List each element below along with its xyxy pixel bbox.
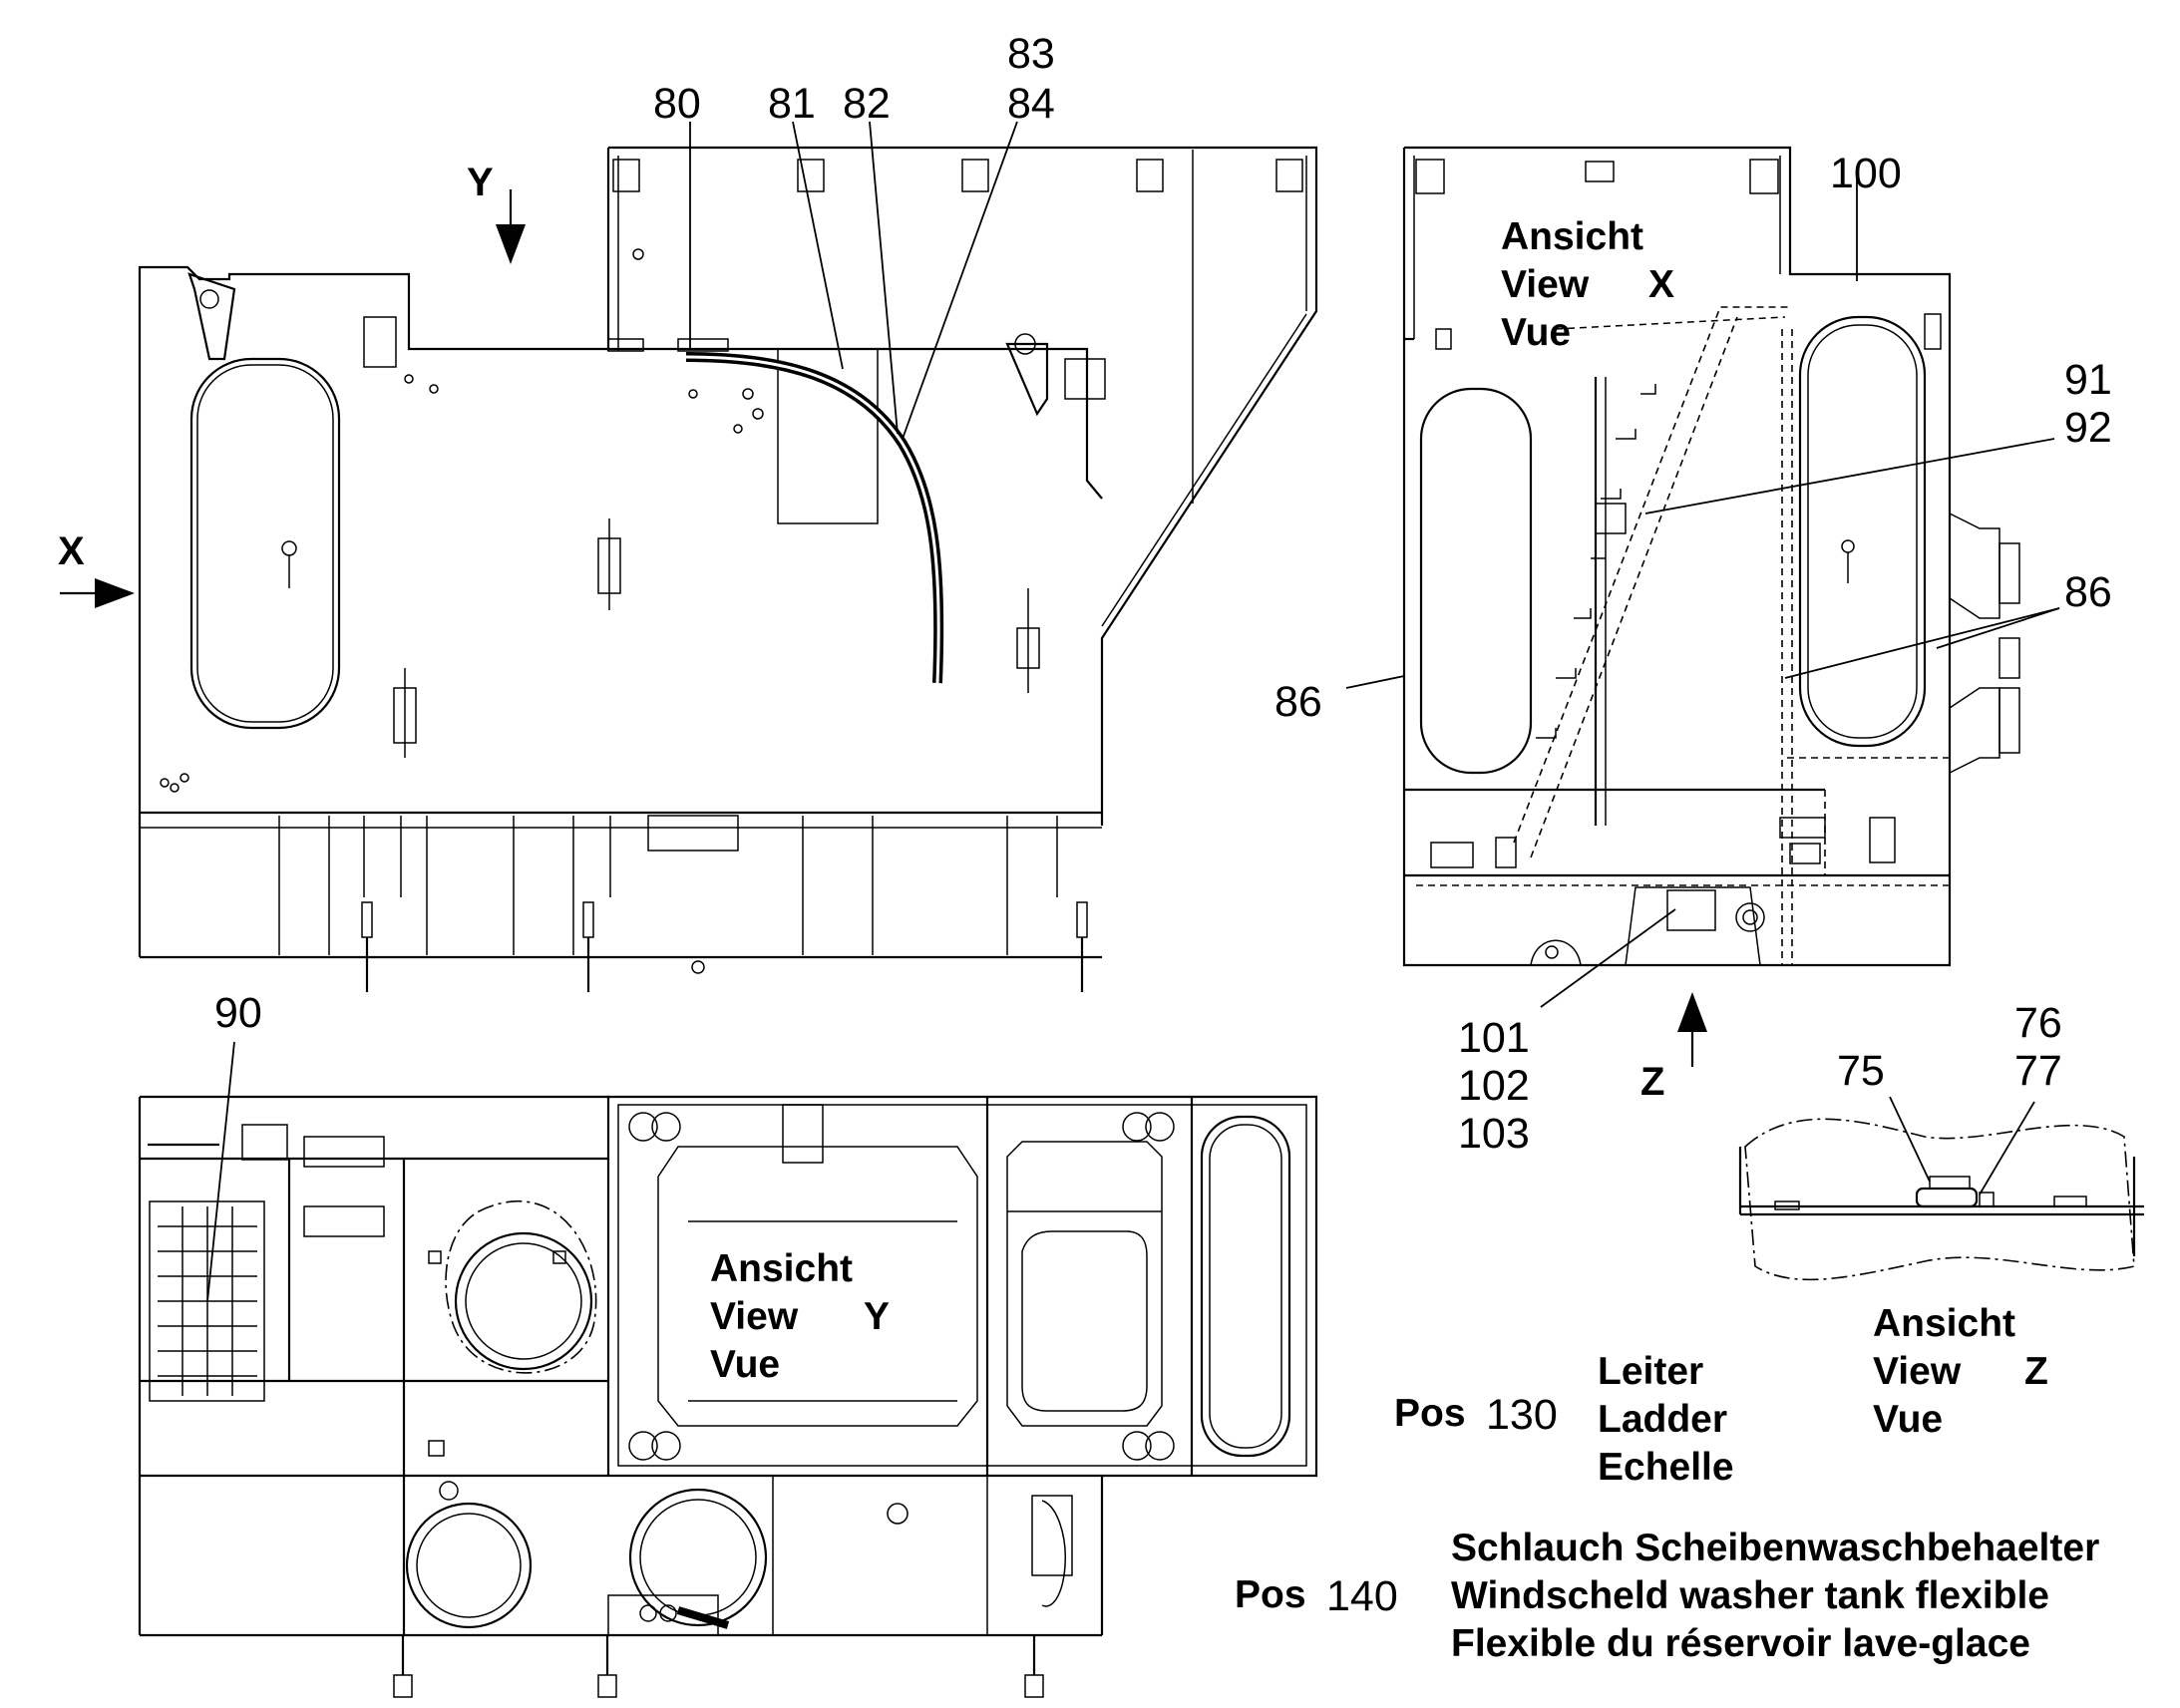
- view-y-letter: Y: [864, 1295, 890, 1338]
- view-z-drawing: [1738, 1118, 2144, 1281]
- view-x-line2: View: [1501, 263, 1590, 306]
- label-102: 102: [1458, 1062, 1530, 1110]
- view-x-drawing: [1402, 146, 2020, 967]
- view-z-line2: View: [1873, 1350, 1962, 1393]
- label-76: 76: [2014, 999, 2062, 1047]
- view-z-line1: Ansicht: [1873, 1302, 2015, 1345]
- callout-labels: 80 81 82 83 84 100 91 92 86 86 90 101 10…: [214, 30, 2112, 1158]
- pos-130-fr: Echelle: [1598, 1446, 1734, 1489]
- label-91: 91: [2064, 356, 2112, 404]
- z-arrow-icon: [1677, 992, 1707, 1032]
- view-x-line3: Vue: [1501, 311, 1571, 354]
- pos-130-en: Ladder: [1598, 1398, 1727, 1441]
- arrow-letter-y: Y: [467, 161, 494, 204]
- view-z-caption: Ansicht View Vue Z: [1873, 1302, 2048, 1441]
- label-81: 81: [768, 80, 816, 128]
- view-y-line3: Vue: [710, 1343, 780, 1386]
- pos-140-fr: Flexible du réservoir lave-glace: [1451, 1622, 2030, 1665]
- y-arrow-icon: [496, 224, 526, 264]
- label-80: 80: [653, 80, 701, 128]
- view-y-line1: Ansicht: [710, 1247, 853, 1290]
- label-90: 90: [214, 989, 262, 1037]
- arrow-letter-x: X: [58, 529, 85, 573]
- view-z-letter: Z: [2024, 1350, 2048, 1393]
- view-z-line3: Vue: [1873, 1398, 1943, 1441]
- view-y-line2: View: [710, 1295, 799, 1338]
- label-103: 103: [1458, 1110, 1530, 1158]
- label-82: 82: [843, 80, 891, 128]
- label-86-left: 86: [1274, 678, 1322, 726]
- main-side-view: [138, 146, 1318, 992]
- label-75: 75: [1837, 1047, 1885, 1095]
- pos-130-de: Leiter: [1598, 1350, 1703, 1393]
- pos-140-number: 140: [1326, 1572, 1398, 1620]
- pos-140-prefix: Pos: [1235, 1573, 1306, 1616]
- pos-140-legend: Pos 140 Schlauch Scheibenwaschbehaelter …: [1235, 1527, 2099, 1665]
- pos-130-prefix: Pos: [1394, 1392, 1466, 1435]
- leader-lines: [206, 121, 2060, 1302]
- view-y-drawing: [138, 1095, 1318, 1698]
- pos-140-de: Schlauch Scheibenwaschbehaelter: [1451, 1527, 2099, 1569]
- x-arrow-icon: [95, 578, 135, 608]
- view-arrows: [60, 189, 1707, 1067]
- label-83: 83: [1007, 30, 1055, 78]
- arrow-letters: X Y Z: [58, 161, 1664, 1104]
- label-84: 84: [1007, 80, 1055, 128]
- pos-130-number: 130: [1486, 1391, 1558, 1439]
- label-100: 100: [1830, 150, 1902, 197]
- label-86-right: 86: [2064, 568, 2112, 616]
- view-x-caption: Ansicht View Vue X: [1501, 215, 1674, 354]
- label-101: 101: [1458, 1014, 1530, 1062]
- pos-140-en: Windscheld washer tank flexible: [1451, 1574, 2049, 1617]
- view-y-caption: Ansicht View Vue Y: [710, 1247, 890, 1386]
- view-x-line1: Ansicht: [1501, 215, 1643, 258]
- view-x-letter: X: [1648, 263, 1674, 306]
- arrow-letter-z: Z: [1640, 1060, 1664, 1104]
- pos-130-legend: Pos 130 Leiter Ladder Echelle: [1394, 1350, 1734, 1489]
- label-77: 77: [2014, 1047, 2062, 1095]
- label-92: 92: [2064, 404, 2112, 452]
